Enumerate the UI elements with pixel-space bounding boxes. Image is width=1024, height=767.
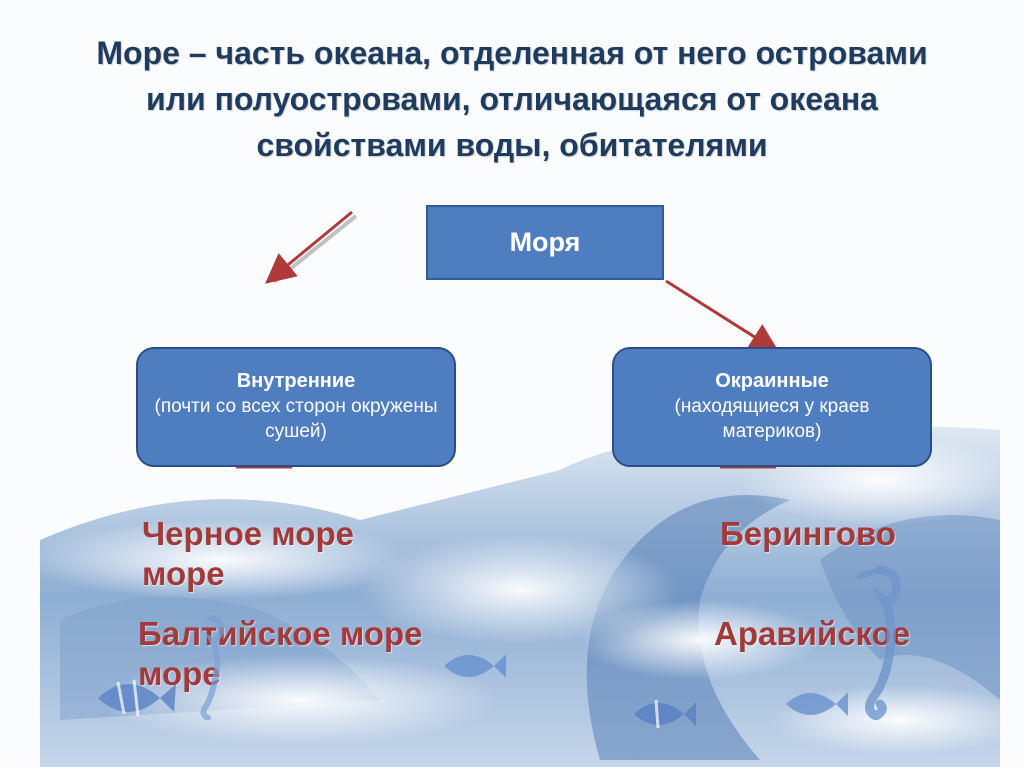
example-bering-sea: Берингово	[720, 515, 896, 552]
sea-definition: Море – часть океана, отделенная от него …	[96, 35, 928, 163]
inner-seas-description: (почти со всех сторон окружены сушей)	[154, 396, 438, 442]
seas-box: Моря	[426, 205, 664, 280]
inner-seas-box: Внутренние (почти со всех сторон окружен…	[136, 347, 456, 467]
fish-icon	[634, 699, 696, 729]
example-black-sea: Черное море море	[142, 515, 354, 592]
seahorse-icon	[200, 615, 224, 720]
fish-icon	[786, 692, 848, 716]
marginal-seas-title: Окраинные	[715, 370, 829, 392]
marginal-seas-description: (находящиеся у краев материков)	[674, 396, 870, 442]
seahorse-icon	[857, 565, 902, 720]
fish-icon	[444, 654, 506, 678]
example-baltic-sea: Балтийское море море	[138, 615, 423, 692]
inner-seas-title: Внутренние	[236, 370, 356, 392]
example-arabian-sea: Аравийское	[714, 615, 911, 652]
marginal-seas-box: Окраинные (находящиеся у краев материков…	[612, 347, 932, 467]
fish-icon	[98, 679, 176, 717]
